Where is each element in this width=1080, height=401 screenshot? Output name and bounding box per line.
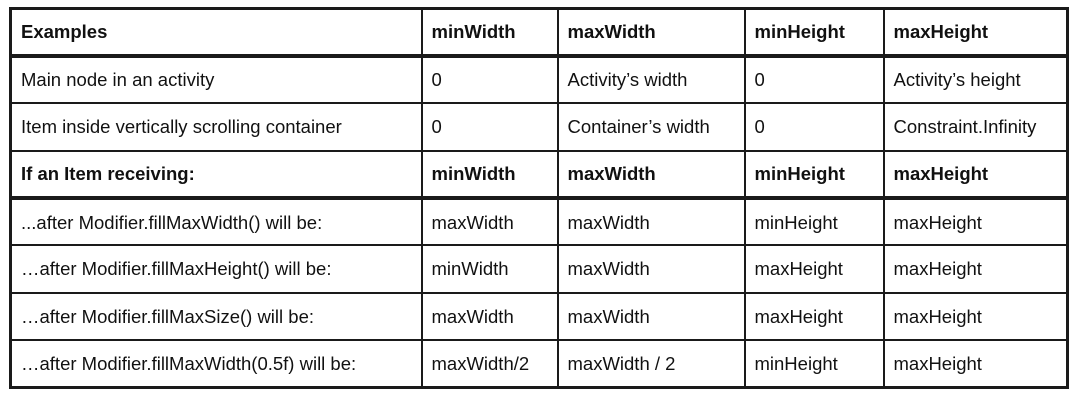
- cell-maxheight: Activity’s height: [882, 54, 1069, 105]
- cell-minwidth: maxWidth/2: [420, 339, 559, 389]
- cell-modifier-label: ...after Modifier.fillMaxWidth() will be…: [9, 196, 423, 247]
- cell-modifier-label: …after Modifier.fillMaxSize() will be:: [9, 291, 423, 342]
- header-cell-minheight: minHeight: [743, 7, 885, 58]
- cell-minheight: 0: [743, 102, 885, 152]
- table-section-header-row: If an Item receiving: minWidth maxWidth …: [9, 149, 1069, 201]
- header-cell-maxwidth: maxWidth: [556, 7, 746, 58]
- table-header-row: Examples minWidth maxWidth minHeight max…: [9, 7, 1069, 58]
- cell-modifier-label: …after Modifier.fillMaxWidth(0.5f) will …: [9, 339, 423, 389]
- cell-minheight: minHeight: [743, 196, 885, 247]
- cell-minheight: maxHeight: [743, 244, 885, 294]
- cell-maxwidth: maxWidth: [556, 291, 746, 342]
- cell-maxwidth: maxWidth / 2: [556, 339, 746, 389]
- cell-modifier-label: …after Modifier.fillMaxHeight() will be:: [9, 244, 423, 294]
- cell-maxheight: maxHeight: [882, 291, 1069, 342]
- cell-maxheight: maxHeight: [882, 196, 1069, 247]
- cell-minwidth: 0: [420, 54, 559, 105]
- section-header-cell-maxwidth: maxWidth: [556, 149, 746, 201]
- cell-maxheight: maxHeight: [882, 339, 1069, 389]
- cell-minwidth: minWidth: [420, 244, 559, 294]
- table-row: ...after Modifier.fillMaxWidth() will be…: [9, 196, 1069, 247]
- cell-maxwidth: maxWidth: [556, 196, 746, 247]
- cell-minheight: maxHeight: [743, 291, 885, 342]
- section-header-cell-minheight: minHeight: [743, 149, 885, 201]
- cell-minwidth: maxWidth: [420, 291, 559, 342]
- cell-example-label: Item inside vertically scrolling contain…: [9, 102, 423, 152]
- cell-maxwidth: maxWidth: [556, 244, 746, 294]
- table-row: Main node in an activity 0 Activity’s wi…: [9, 54, 1069, 105]
- cell-minheight: 0: [743, 54, 885, 105]
- cell-maxwidth: Container’s width: [556, 102, 746, 152]
- table-row: …after Modifier.fillMaxSize() will be: m…: [9, 291, 1069, 342]
- cell-example-label: Main node in an activity: [9, 54, 423, 105]
- cell-maxwidth: Activity’s width: [556, 54, 746, 105]
- cell-maxheight: Constraint.Infinity: [882, 102, 1069, 152]
- header-cell-maxheight: maxHeight: [882, 7, 1069, 58]
- table-row: …after Modifier.fillMaxWidth(0.5f) will …: [9, 339, 1069, 389]
- cell-minheight: minHeight: [743, 339, 885, 389]
- section-header-cell-minwidth: minWidth: [420, 149, 559, 201]
- header-cell-examples: Examples: [9, 7, 423, 58]
- constraints-table-container: Examples minWidth maxWidth minHeight max…: [9, 7, 1069, 389]
- table-row: …after Modifier.fillMaxHeight() will be:…: [9, 244, 1069, 294]
- section-header-cell-maxheight: maxHeight: [882, 149, 1069, 201]
- layout-constraints-table: Examples minWidth maxWidth minHeight max…: [9, 7, 1069, 389]
- cell-minwidth: 0: [420, 102, 559, 152]
- table-row: Item inside vertically scrolling contain…: [9, 102, 1069, 152]
- header-cell-minwidth: minWidth: [420, 7, 559, 58]
- cell-minwidth: maxWidth: [420, 196, 559, 247]
- section-header-cell-label: If an Item receiving:: [9, 149, 423, 201]
- cell-maxheight: maxHeight: [882, 244, 1069, 294]
